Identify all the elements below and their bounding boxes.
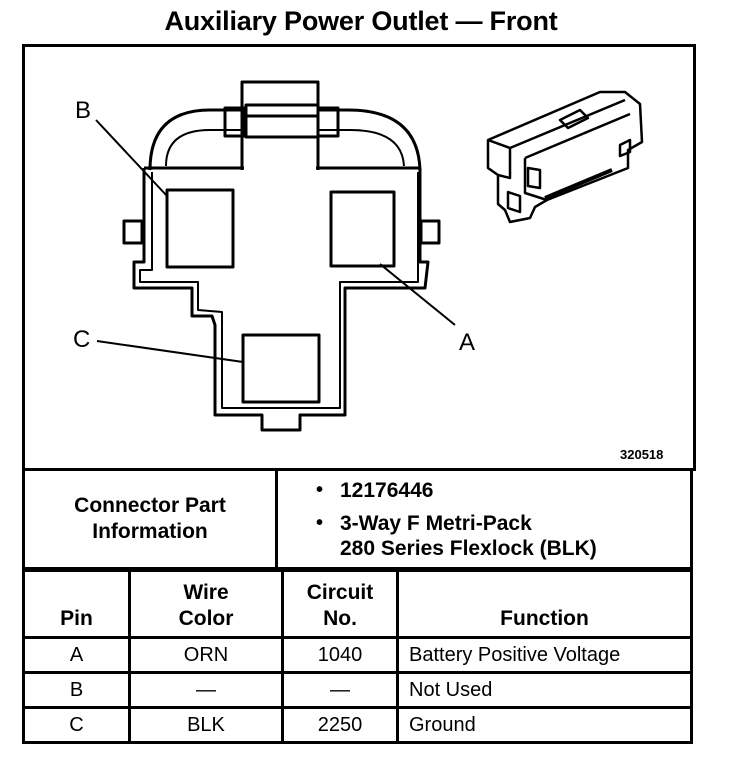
top-latch-bar (244, 103, 320, 139)
header-wire-line1: Wire (183, 581, 229, 604)
connector-series: 280 Series Flexlock (BLK) (340, 536, 597, 560)
header-circuit-no: Circuit No. (281, 569, 399, 639)
pin-table-header: Pin Wire Color Circuit No. Function (22, 569, 693, 639)
page-title: Auxiliary Power Outlet — Front (164, 6, 558, 36)
side-tab-right (419, 219, 441, 245)
leader-line-A (379, 263, 456, 326)
diagram-frame (22, 44, 696, 471)
callout-A: A (459, 329, 475, 356)
table-row: C BLK 2250 Ground (22, 706, 693, 744)
table-row: A ORN 1040 Battery Positive Voltage (22, 636, 693, 674)
cell-wire-color: BLK (128, 706, 284, 744)
connector-type: 3-Way F Metri-Pack (340, 511, 532, 535)
cell-function: Not Used (396, 671, 693, 709)
connector-part-info-values: 12176446 3-Way F Metri-Pack 280 Series F… (275, 468, 693, 570)
connector-part-info-label: Connector Part Information (22, 468, 278, 570)
header-circuit-line1: Circuit (306, 581, 374, 604)
top-latch (240, 80, 320, 118)
figure-number: 320518 (620, 447, 664, 462)
cell-circuit: 2250 (281, 706, 399, 744)
cell-wire-color: — (128, 671, 284, 709)
leader-line-B (95, 119, 168, 197)
callout-C: C (73, 326, 90, 353)
leader-line-C (96, 340, 244, 363)
cell-pin: A (22, 636, 131, 674)
side-tab-left (122, 219, 144, 245)
housing-outline (148, 108, 422, 171)
cell-circuit: — (281, 671, 399, 709)
cavity-B (165, 188, 235, 269)
header-wire-color: Wire Color (128, 569, 284, 639)
part-number: 12176446 (314, 478, 690, 503)
connector-face-diagram: B A C (73, 80, 644, 432)
label-line-1: Connector Part (74, 494, 226, 517)
cell-pin: B (22, 671, 131, 709)
connector-isometric-view (486, 90, 644, 224)
cavity-A (329, 190, 396, 268)
cell-function: Battery Positive Voltage (396, 636, 693, 674)
header-circuit-line2: No. (323, 607, 357, 630)
cell-wire-color: ORN (128, 636, 284, 674)
label-line-2: Information (92, 520, 208, 543)
connector-description: 3-Way F Metri-Pack 280 Series Flexlock (… (314, 511, 690, 561)
pin-table: Pin Wire Color Circuit No. Function A OR… (22, 569, 693, 744)
cell-circuit: 1040 (281, 636, 399, 674)
callout-B: B (75, 97, 91, 124)
table-row: B — — Not Used (22, 671, 693, 709)
cavity-C (241, 333, 321, 404)
connector-part-info-table: Connector Part Information 12176446 3-Wa… (22, 468, 693, 570)
header-wire-line2: Color (178, 607, 234, 630)
header-function: Function (396, 569, 693, 639)
cell-function: Ground (396, 706, 693, 744)
header-pin: Pin (22, 569, 131, 639)
cell-pin: C (22, 706, 131, 744)
